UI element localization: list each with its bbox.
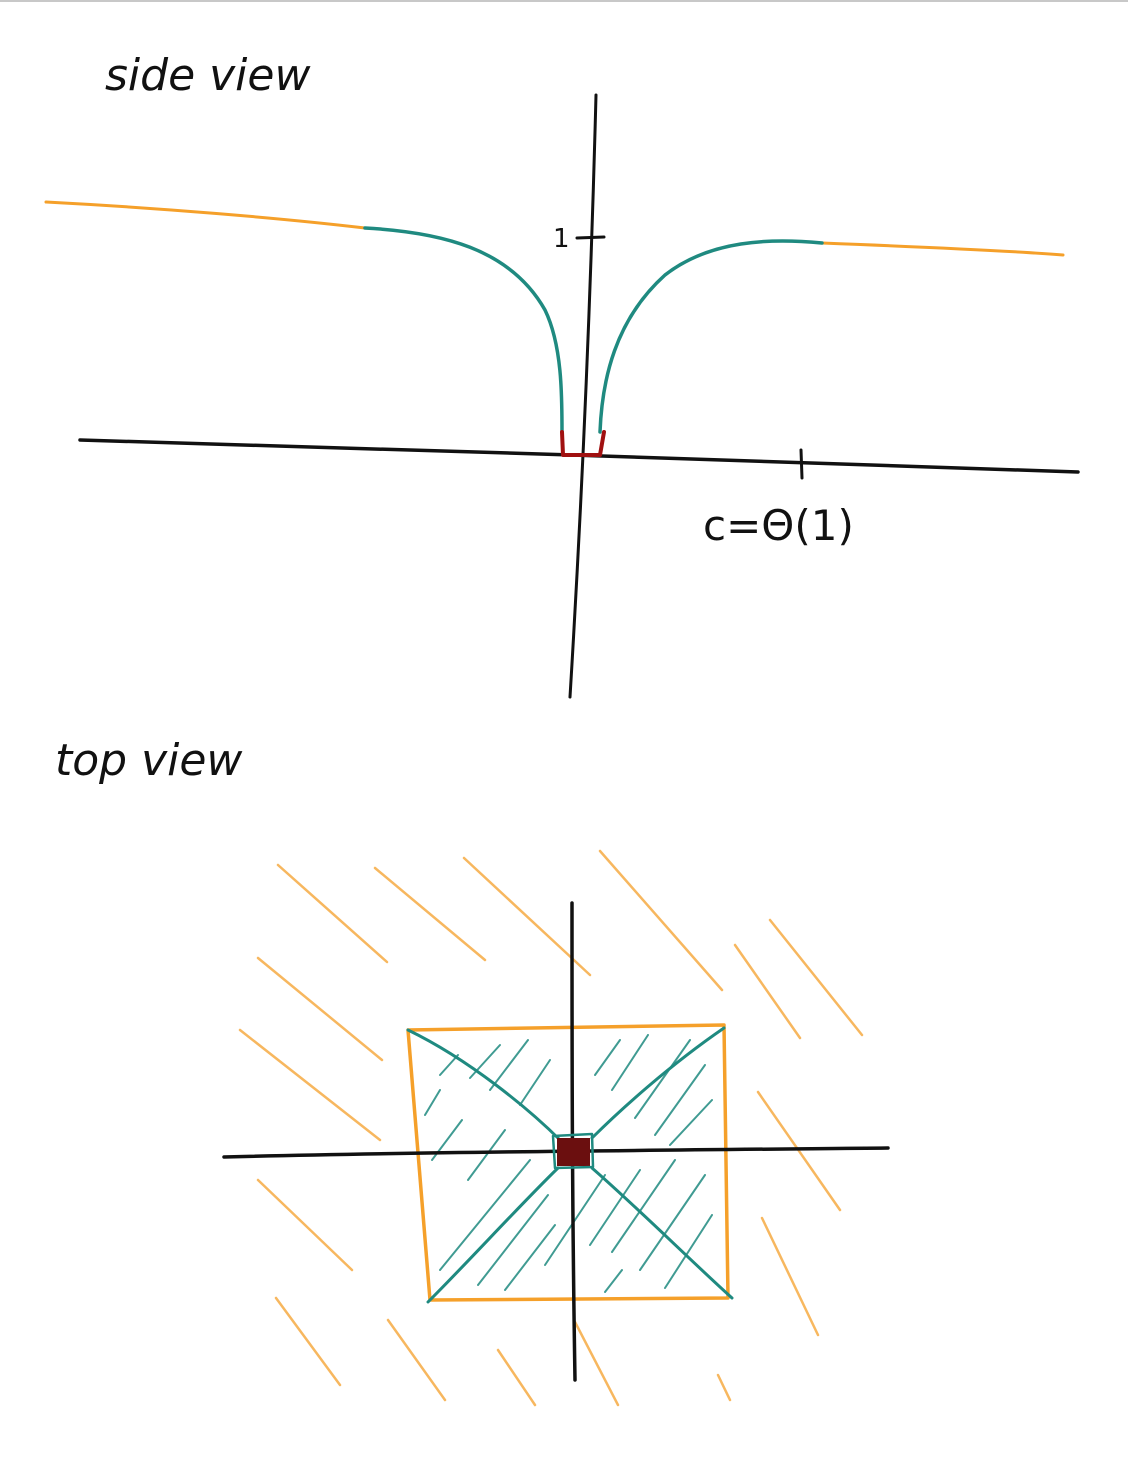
side-y-tick-label: 1 <box>553 224 570 254</box>
side-curve-middle-right <box>598 239 824 434</box>
side-y-tick <box>575 235 606 240</box>
side-curve-outer-right <box>820 241 1065 257</box>
inner-region-fill <box>557 1138 590 1166</box>
middle-region-hatching <box>424 1034 713 1293</box>
top-view-title: top view <box>55 735 243 786</box>
side-x-tick-label: c=Θ(1) <box>703 501 854 550</box>
middle-region-diagonal-1 <box>406 1028 562 1142</box>
middle-region-diagonal-2 <box>590 1026 726 1140</box>
side-view-plot: 1 c=Θ(1) <box>44 93 1080 699</box>
side-view-title: side view <box>105 50 311 101</box>
top-view-plot <box>222 849 890 1407</box>
side-curve-outer-left <box>44 200 367 230</box>
side-y-axis <box>568 93 598 699</box>
top-x-axis <box>222 1146 890 1159</box>
side-x-tick <box>799 448 804 480</box>
outer-region-hatching <box>238 849 864 1407</box>
middle-region-diagonal-3 <box>426 1166 560 1304</box>
middle-region-border <box>406 1023 730 1302</box>
middle-region-diagonal-4 <box>590 1166 734 1300</box>
top-border <box>0 0 1128 2</box>
inner-region-border <box>551 1132 595 1170</box>
side-curve-middle-left <box>363 226 564 434</box>
side-curve-inner <box>560 430 606 457</box>
top-y-axis <box>570 901 577 1382</box>
